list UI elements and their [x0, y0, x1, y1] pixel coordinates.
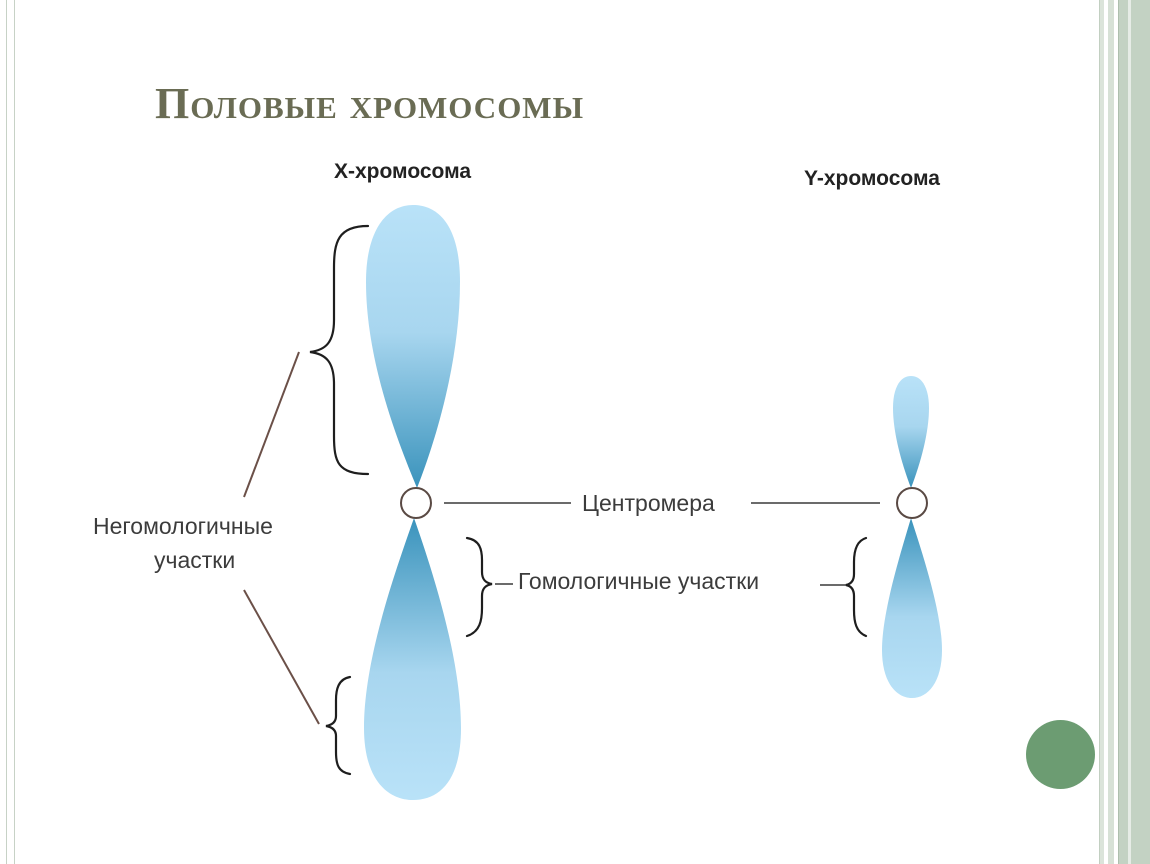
- centromere-label: Центромера: [582, 490, 715, 516]
- nonhomologous-regions-label: Негомологичные участки: [93, 509, 333, 577]
- right-frame-stripe: [1118, 0, 1150, 864]
- nonhomologous-label-line1: Негомологичные: [93, 513, 273, 539]
- brace-y-homologous: [845, 536, 868, 638]
- nonhomologous-pointer-upper: [243, 351, 300, 498]
- nonhomologous-pointer-lower: [243, 589, 320, 725]
- y-chromosome-title: Y-хромосома: [804, 167, 940, 190]
- x-centromere: [400, 487, 432, 519]
- right-frame-stripe: [1108, 0, 1114, 864]
- left-border-rule: [6, 0, 15, 864]
- brace-x-upper: [309, 224, 370, 476]
- x-chromosome-title: X-хромосома: [334, 160, 472, 183]
- y-centromere: [896, 487, 928, 519]
- slide-title: Половые хромосомы: [155, 79, 585, 128]
- brace-x-homologous: [465, 536, 493, 638]
- y-upper-chromatid: [893, 376, 929, 488]
- y-lower-chromatid: [882, 518, 942, 698]
- decorative-green-circle: [1026, 720, 1095, 789]
- nonhomologous-label-line2: участки: [154, 547, 236, 573]
- right-frame-stripe: [1099, 0, 1104, 864]
- x-lower-chromatid: [364, 518, 461, 800]
- x-upper-chromatid: [366, 205, 460, 488]
- homologous-regions-label: Гомологичные участки: [518, 568, 760, 594]
- right-frame-stripe: [1128, 0, 1131, 864]
- brace-x-lower: [325, 675, 352, 776]
